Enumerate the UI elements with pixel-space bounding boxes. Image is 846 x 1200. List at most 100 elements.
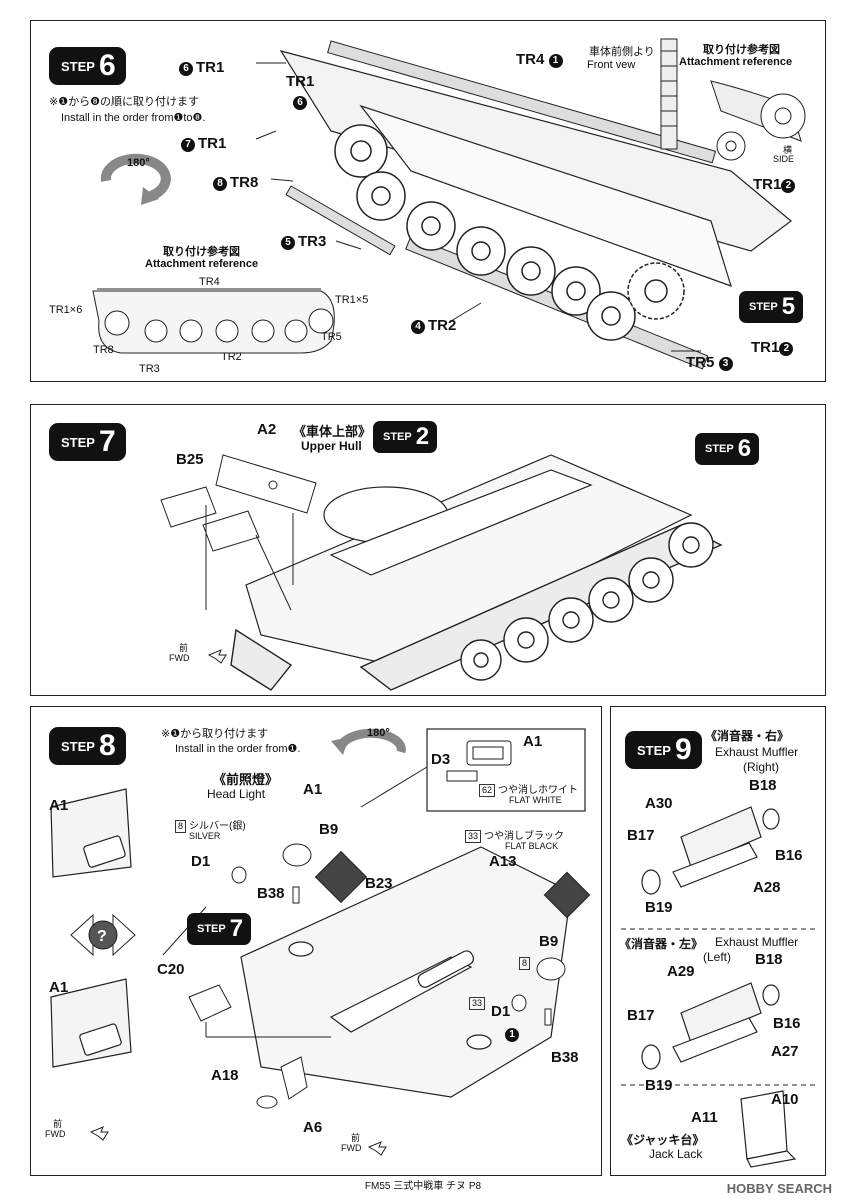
- ref-tr5: TR5: [321, 331, 342, 343]
- part-b18-right: B18: [749, 777, 777, 794]
- part-a18: A18: [211, 1067, 239, 1084]
- road-wheels: [334, 124, 685, 341]
- part-b25: B25: [176, 451, 204, 468]
- paint-ref-8: 8: [519, 953, 533, 971]
- step8-panel: ?: [30, 706, 602, 1176]
- headlight-left: [231, 843, 312, 904]
- part-b17-right: B17: [627, 827, 655, 844]
- part-b38-left: B38: [257, 885, 285, 902]
- fwd-arrow-icon-left: [89, 1126, 109, 1141]
- label-tr5-3: TR5 3: [686, 354, 736, 371]
- part-a2: A2: [257, 421, 277, 438]
- a1-inset-part: [446, 740, 512, 782]
- upper-hull-en: Upper Hull: [301, 439, 362, 453]
- front-hull: [240, 846, 572, 1098]
- paint-icon-left: [314, 850, 368, 904]
- attach-ref-jp-top: 取り付け参考図: [703, 44, 780, 56]
- front-view-track: [660, 38, 678, 150]
- a1-detail-top: [50, 788, 132, 878]
- front-view-jp: 車体前側より: [589, 46, 655, 58]
- fwd-arrow-icon: [207, 649, 227, 664]
- part-a30: A30: [645, 795, 673, 812]
- silver-paint-en: SILVER: [189, 831, 221, 841]
- muffler-right-en2: (Right): [743, 760, 780, 774]
- attachment-ref-side: [710, 80, 806, 161]
- fwd-en-right: FWD: [341, 1143, 362, 1153]
- headlight-jp: 《前照燈》: [213, 772, 279, 787]
- c20-part: [188, 984, 232, 1022]
- side-jp: 横: [783, 145, 793, 155]
- fwd-jp: 前: [179, 643, 189, 653]
- rotate-180-icon: [100, 153, 171, 201]
- front-view-en: Front vew: [587, 59, 636, 71]
- attach-ref-en-top: Attachment reference: [679, 56, 793, 68]
- part-a11: A11: [691, 1109, 718, 1126]
- label-tr1-6b: TR1: [286, 73, 315, 90]
- ref-tr1x5: TR1×5: [335, 294, 369, 306]
- part-a6: A6: [303, 1119, 323, 1136]
- part-a10: A10: [771, 1091, 799, 1108]
- ref-jp: 取り付け参考図: [163, 246, 240, 258]
- svg-text:?: ?: [97, 928, 107, 945]
- step6-illustration: [92, 38, 806, 370]
- muffler-left: [641, 982, 780, 1070]
- muffler-left-en: Exhaust Muffler: [715, 935, 799, 949]
- a6-a18-parts: [256, 1056, 308, 1109]
- part-b19-right: B19: [645, 899, 673, 916]
- part-a29: A29: [667, 963, 695, 980]
- fwd-jp-left: 前: [53, 1119, 63, 1129]
- label-tr4-1: TR4 1: [516, 51, 566, 68]
- muffler-left-en2: (Left): [703, 950, 732, 964]
- ref-tr4: TR4: [199, 276, 220, 288]
- upper-hull: [245, 454, 693, 666]
- step6-note-en: Install in the order from❶to❽.: [61, 112, 206, 124]
- muffler-right-en: Exhaust Muffler: [715, 745, 799, 759]
- ref-tr1x6: TR1×6: [49, 304, 83, 316]
- step8-note-jp: ※❶から取り付けます: [161, 728, 269, 740]
- part-b23: B23: [365, 875, 393, 892]
- muffler-right: [641, 806, 780, 895]
- side-en: SIDE: [773, 154, 795, 164]
- headlight-right: [511, 957, 566, 1026]
- part-a28: A28: [753, 879, 781, 896]
- rotate-180-label: 180°: [127, 157, 150, 169]
- part-a1-side-bottom: A1: [49, 979, 69, 996]
- ref-en: Attachment reference: [145, 258, 259, 270]
- fwd-en: FWD: [169, 653, 190, 663]
- fwd-jp-right: 前: [351, 1133, 361, 1143]
- flat-black-paint-en: FLAT BLACK: [505, 841, 559, 851]
- part-b9-left: B9: [319, 821, 339, 838]
- ref-tank: [92, 288, 335, 354]
- jack-jp: 《ジャッキ台》: [621, 1133, 705, 1147]
- headlight-en: Head Light: [207, 787, 266, 801]
- track-upper: [279, 50, 792, 252]
- fwd-en-left: FWD: [45, 1129, 66, 1139]
- ref-tr8: TR8: [93, 344, 114, 356]
- step8-rotate-label: 180°: [367, 727, 390, 739]
- part-d1-left: D1: [191, 853, 211, 870]
- muffler-right-jp: 《消音器・右》: [705, 729, 790, 743]
- part-a1-inset: A1: [523, 733, 543, 750]
- part-b16-left: B16: [773, 1015, 801, 1032]
- num-6b: 6: [293, 93, 310, 111]
- part-a13: A13: [489, 853, 517, 870]
- part-b18-left: B18: [755, 951, 783, 968]
- flat-white-paint-en: FLAT WHITE: [509, 795, 562, 805]
